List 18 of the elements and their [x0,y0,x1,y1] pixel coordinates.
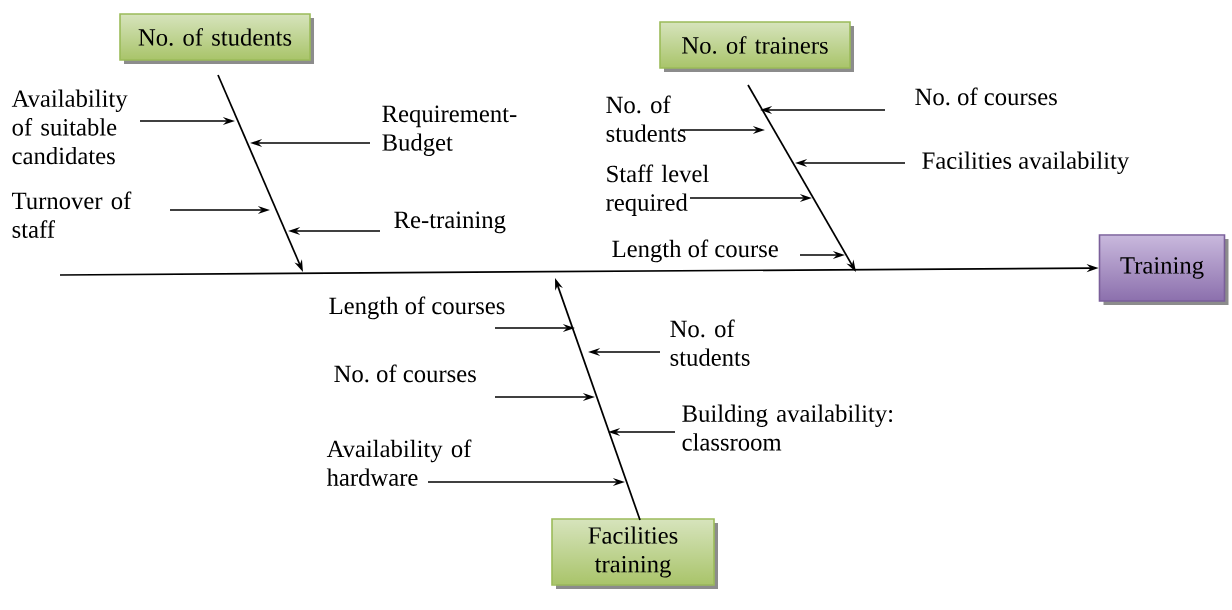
cause-label: Facilities availability [922,151,1130,175]
cause-label: Turnover of staff [12,191,132,238]
cause-label: No. of students [606,95,686,142]
cause-label: Requirement-Budget [382,105,517,156]
cause-label: Availability of hardware [326,439,472,486]
cause-label: Availability of suitable candidates [11,89,128,165]
cause-box: Facilities training [551,518,718,589]
cause-label: No. of courses [334,364,476,383]
cause-label: Building availability: classroom [682,404,892,451]
cause-label: Length of courses [329,296,505,320]
cause-label: Length of course [612,239,778,263]
cause-label: Re-training [394,211,506,234]
cause-label: No. of courses [915,87,1057,106]
cause-box: Training [1098,234,1229,305]
cause-box: No. of trainers [659,21,854,72]
cause-box: No. of students [119,13,314,64]
cause-label: No. of students [670,319,750,366]
cause-label: Staff level required [606,164,709,216]
